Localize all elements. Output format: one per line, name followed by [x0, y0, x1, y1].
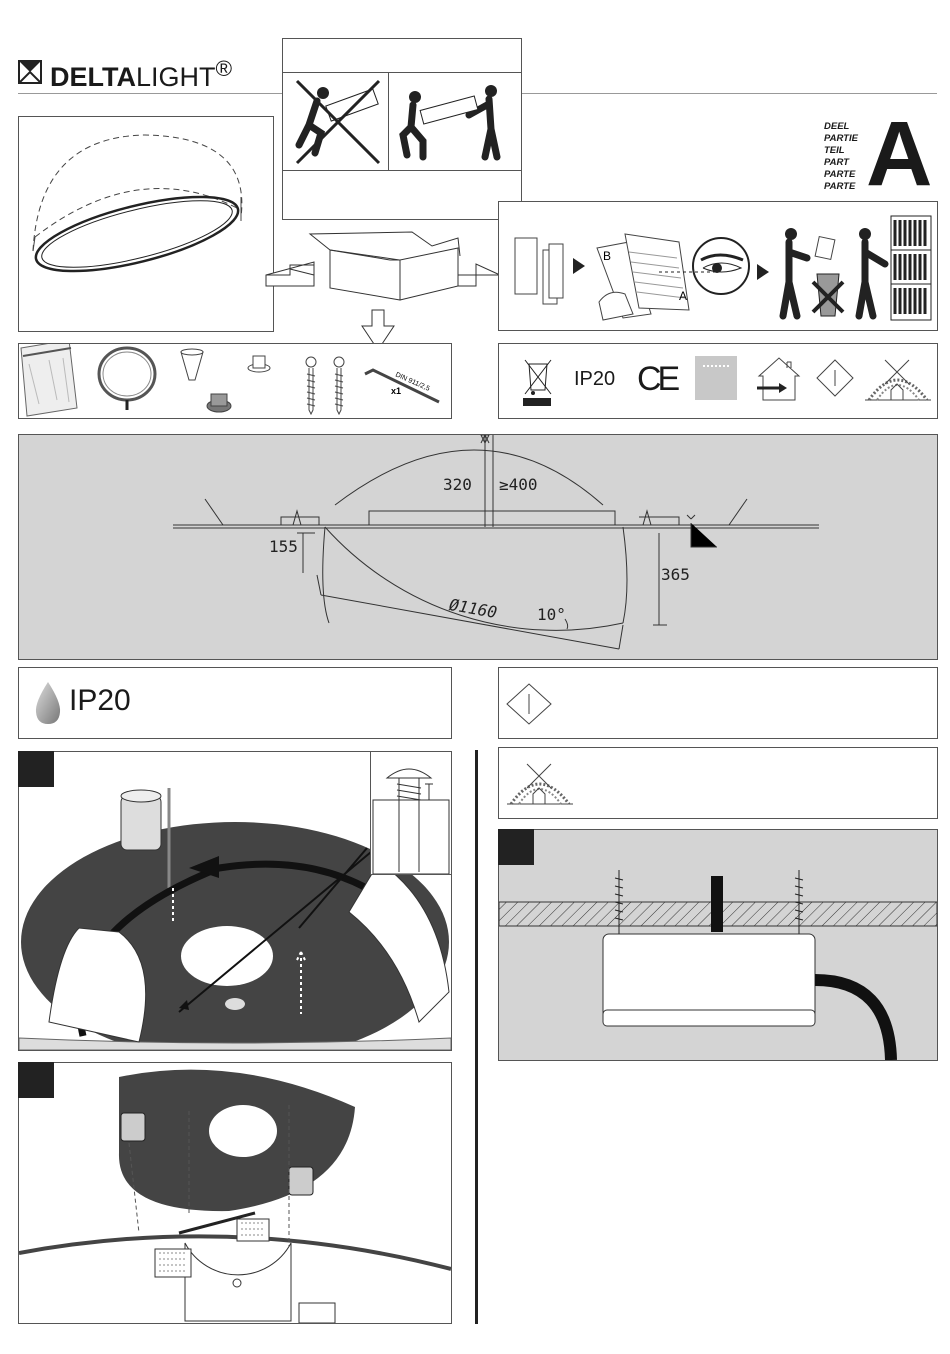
gray-card-icon [695, 356, 737, 400]
part-label: DEEL [824, 121, 858, 133]
part-label: PART [824, 157, 858, 169]
allen-key-icon: DIN 911/2,5 x1 [365, 370, 439, 402]
two-person-lift-icon [393, 79, 518, 169]
symbols-panel: IP20 CE [498, 343, 938, 419]
knob-icon [207, 356, 270, 412]
no-insulation-cover-icon [861, 354, 935, 406]
cable-coil-icon [99, 348, 155, 410]
part-label: PARTE [824, 169, 858, 181]
carry-panel [282, 38, 522, 220]
brand-name-bold: DELTA [50, 62, 136, 92]
brand-trademark: ® [216, 56, 233, 81]
wood-screw-icon [306, 357, 316, 414]
deltalight-mark-icon [18, 60, 42, 84]
dimension-angle: 10° [537, 605, 566, 624]
part-label: PARTE [824, 181, 858, 193]
class-i-diamond-icon [505, 682, 553, 726]
pendant-dome-illustration [19, 117, 273, 331]
part-label: TEIL [824, 145, 858, 157]
ip-rating-small: IP20 [574, 368, 615, 391]
step-marker [498, 829, 534, 865]
class-i-diamond-icon [815, 358, 855, 398]
package-contents-panel: DIN 911/2,5 x1 [18, 343, 452, 419]
weee-bin-icon [521, 354, 555, 408]
sheet-label-b: B [603, 249, 611, 263]
dimension-height: 365 [661, 565, 690, 584]
cone-cap-icon [181, 349, 203, 380]
plastic-bag-icon [21, 344, 77, 416]
junction-box-illustration [499, 830, 937, 1060]
assembly-exploded-illustration [19, 1063, 451, 1323]
part-letter: A [866, 108, 932, 200]
indoor-use-icon [755, 354, 803, 404]
part-label-list: DEEL PARTIE TEIL PART PARTE PARTE [824, 121, 858, 193]
screw-detail-inset [370, 751, 452, 875]
ce-mark-icon: CE [637, 360, 676, 399]
step-marker [18, 751, 54, 787]
wood-screw-icon [334, 357, 344, 414]
dimension-offset: 155 [269, 537, 298, 556]
dimension-drawing-panel: 320 ≥400 155 365 Ø1160 10° [18, 434, 938, 660]
read-instructions-illustration: B A [499, 202, 937, 330]
class-i-panel [498, 667, 938, 739]
fixture-view-panel [18, 116, 274, 332]
ip-rating-banner: IP20 [18, 667, 452, 739]
dimension-dome-height: 320 [443, 475, 472, 494]
step-assembly-panel [18, 1062, 452, 1324]
open-carton-box-icon [262, 226, 502, 356]
no-insulation-cover-icon [505, 758, 575, 810]
reading-steps-panel: B A [498, 201, 938, 331]
step-marker [18, 1062, 54, 1098]
brand-name-light: LIGHT [136, 62, 216, 92]
step-junction-box-panel [498, 829, 938, 1061]
sheet-label-a: A [679, 289, 687, 303]
part-label: PARTIE [824, 133, 858, 145]
screw-depth-detail [371, 752, 451, 874]
dimension-clearance: ≥400 [499, 475, 538, 494]
allen-key-qty: x1 [391, 386, 401, 396]
one-person-lifting-prohibited-icon [287, 75, 387, 169]
ip-rating-large: IP20 [69, 684, 131, 718]
dimension-drawing [19, 435, 937, 659]
no-insulation-panel [498, 747, 938, 819]
water-drop-icon [33, 680, 63, 726]
